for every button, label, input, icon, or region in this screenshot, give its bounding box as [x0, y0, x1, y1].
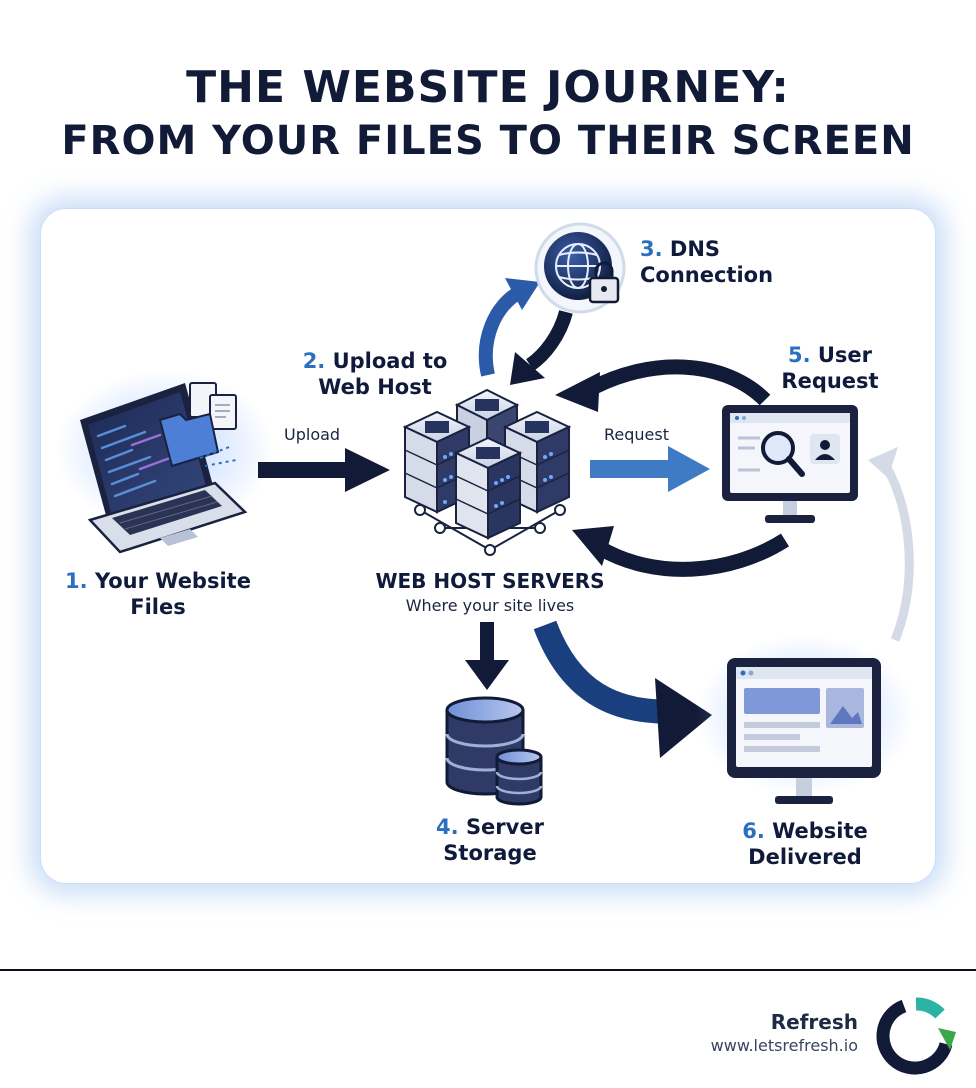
request-arrow	[590, 446, 710, 492]
database-icon	[445, 696, 543, 806]
return-arrows	[555, 359, 914, 642]
step-5-text-a: User	[817, 343, 873, 367]
brand-url[interactable]: www.letsrefresh.io	[710, 1036, 858, 1055]
step-6-number: 6.	[742, 819, 765, 843]
step-3-label: 3. DNS Connection	[640, 236, 790, 288]
footer-divider	[0, 969, 976, 971]
step-2-label: 2. Upload to Web Host	[290, 348, 460, 400]
step-6-text-b: Delivered	[748, 845, 862, 869]
step-1-text-b: Files	[130, 595, 186, 619]
step-6-label: 6. Website Delivered	[720, 818, 890, 870]
step-2-number: 2.	[302, 349, 326, 373]
step-1-number: 1.	[65, 569, 88, 593]
title-line-2: FROM YOUR FILES TO THEIR SCREEN	[61, 118, 915, 164]
storage-arrow	[465, 622, 509, 690]
step-5-text-b: Request	[781, 369, 879, 393]
step-1-label: 1. Your Website Files	[58, 568, 258, 620]
step-5-number: 5.	[787, 343, 811, 367]
step-4-text-a: Server	[465, 815, 544, 839]
step-6-text-a: Website	[772, 819, 868, 843]
step-4-text-b: Storage	[443, 841, 537, 865]
laptop-icon	[55, 370, 275, 554]
globe-lock-icon	[534, 222, 626, 314]
monitor-search-icon	[722, 405, 858, 523]
step-5-label: 5. User Request	[760, 342, 900, 394]
request-arrow-label: Request	[604, 425, 669, 444]
title-line-1: THE WEBSITE JOURNEY:	[186, 62, 790, 113]
hub-subtitle: Where your site lives	[405, 596, 575, 615]
server-cluster-icon	[402, 388, 572, 556]
brand-name: Refresh	[770, 1010, 858, 1034]
upload-arrow	[258, 448, 390, 492]
step-3-text-a: DNS	[669, 237, 721, 261]
folder-icon	[158, 382, 237, 468]
dns-arrows	[478, 278, 573, 385]
monitor-website-icon	[695, 635, 915, 804]
refresh-logo-icon	[876, 997, 956, 1075]
upload-arrow-label: Upload	[284, 425, 341, 444]
step-2-text-a: Upload to	[332, 349, 448, 373]
step-2-text-b: Web Host	[318, 375, 432, 399]
step-4-number: 4.	[436, 815, 459, 839]
delivery-arrow	[533, 620, 712, 758]
hub-title: WEB HOST SERVERS	[375, 569, 605, 593]
step-3-number: 3.	[640, 237, 663, 261]
step-4-label: 4. Server Storage	[410, 814, 570, 866]
step-1-text-a: Your Website	[94, 569, 251, 593]
step-3-text-b: Connection	[640, 263, 774, 287]
